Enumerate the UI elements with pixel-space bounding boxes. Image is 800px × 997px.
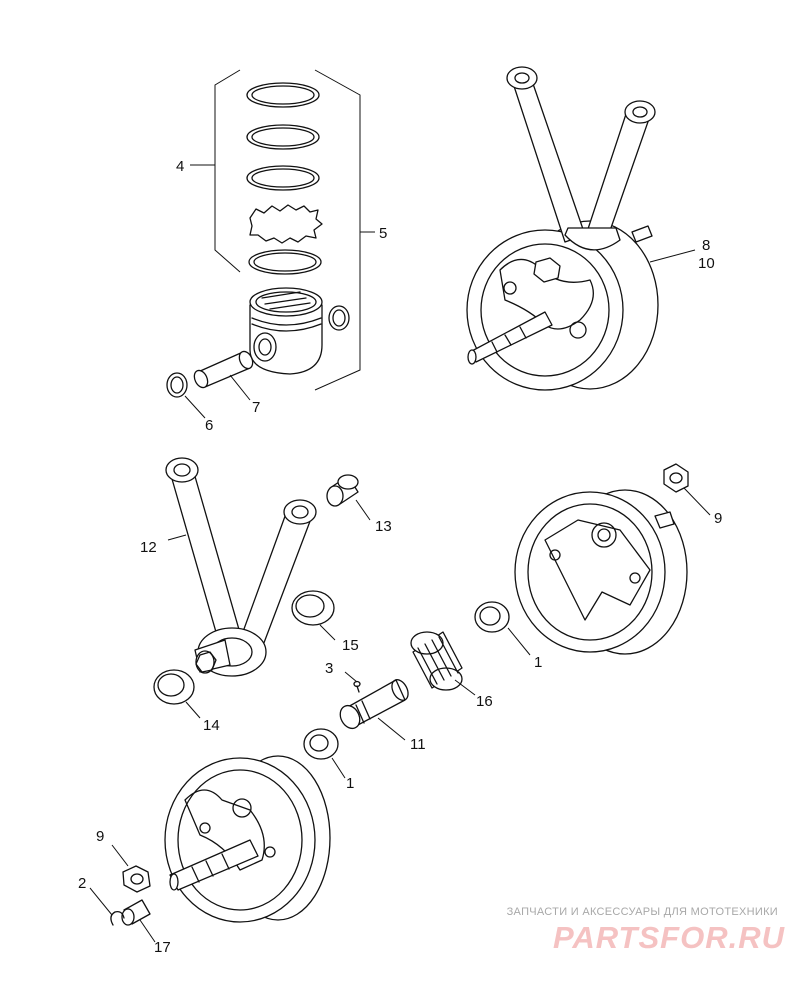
- callout-15: 15: [342, 637, 359, 654]
- piston: [249, 287, 323, 375]
- callout-14: 14: [203, 717, 220, 734]
- pin-retainer-left: [166, 372, 188, 398]
- thrust-washer-1-left: [303, 728, 339, 760]
- retaining-ring-2: [110, 910, 125, 926]
- crank-pin: [339, 679, 409, 730]
- callout-12: 12: [140, 539, 157, 556]
- piston-ring-set: [246, 82, 323, 275]
- callout-10: 10: [698, 255, 715, 272]
- piston-pin: [193, 350, 254, 389]
- ring-set-bracket: [214, 69, 241, 273]
- callout-13: 13: [375, 518, 392, 535]
- callout-5: 5: [379, 225, 387, 242]
- callout-17: 17: [154, 939, 171, 956]
- callout-9-upper: 9: [714, 510, 722, 527]
- watermark-logo: PARTSFOR.RU: [553, 920, 786, 955]
- callout-3: 3: [325, 660, 333, 677]
- flywheel-assembly: [466, 220, 659, 391]
- callout-labels: 4 5 6 7 8 10 9 12 13 15 14 1 3 16 11 1 9…: [78, 158, 722, 956]
- callout-1-left: 1: [346, 775, 354, 792]
- bearing-race-15: [291, 590, 335, 626]
- callout-2: 2: [78, 875, 86, 892]
- rod-bushing: [326, 474, 359, 507]
- watermark-tagline: ЗАПЧАСТИ И АКСЕССУАРЫ ДЛЯ МОТОТЕХНИКИ: [507, 906, 778, 918]
- flywheel-nut-lower: [122, 865, 151, 893]
- callout-1-right: 1: [534, 654, 542, 671]
- callout-11: 11: [410, 736, 426, 753]
- callout-9-lower: 9: [96, 828, 104, 845]
- thrust-washer-1-right: [474, 601, 510, 633]
- connecting-rod-pair-assembled: [506, 66, 656, 251]
- bearing-race-14: [153, 669, 195, 705]
- leader-lines: [89, 164, 711, 943]
- bushing-17: [121, 899, 151, 926]
- callout-16: 16: [476, 693, 493, 710]
- flywheel-left-half: [164, 755, 331, 923]
- connecting-rod-assembly: [165, 457, 317, 677]
- watermark: ЗАПЧАСТИ И АКСЕССУАРЫ ДЛЯ МОТОТЕХНИКИ PA…: [507, 906, 786, 955]
- callout-8: 8: [702, 237, 710, 254]
- callout-7: 7: [252, 399, 260, 416]
- pin-retainer-right: [328, 305, 350, 331]
- flywheel-right-half: [514, 489, 688, 655]
- callout-6: 6: [205, 417, 213, 434]
- flywheel-nut-upper: [663, 463, 689, 493]
- callout-4: 4: [176, 158, 184, 175]
- roller-bearing-cage: [410, 631, 463, 691]
- plug-3: [353, 680, 361, 693]
